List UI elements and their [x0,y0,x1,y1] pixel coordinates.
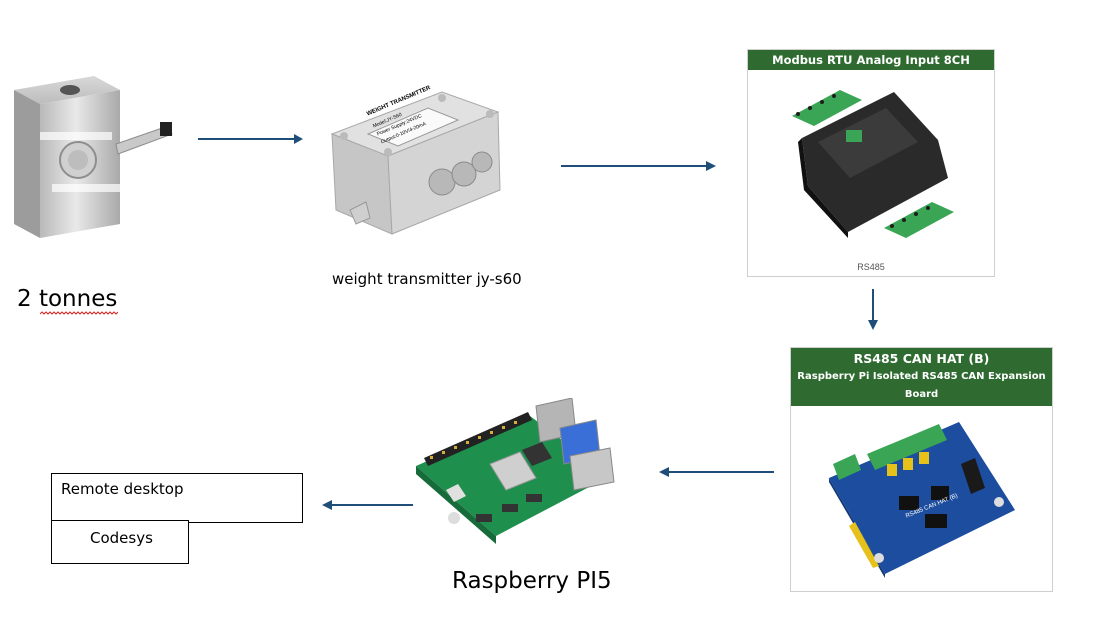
load-cell-image [8,72,178,240]
raspberry-pi-image [410,398,616,550]
codesys-box: Codesys [51,520,189,564]
spellcheck-underline [40,311,118,315]
modbus-card: Modbus RTU Analog Input 8CH RS485 [747,49,995,277]
hat-header: RS485 CAN HAT (B) Raspberry Pi Isolated … [791,348,1052,406]
weight-transmitter-image [322,82,512,240]
remote-desktop-box: Remote desktop [51,473,303,523]
arrow-left-icon [659,466,775,478]
remote-desktop-label: Remote desktop [61,480,184,498]
transmitter-caption: weight transmitter jy-s60 [332,270,522,288]
arrow-right-icon [561,160,717,172]
load-cell-caption: 2 tonnes [17,286,118,312]
codesys-label: Codesys [90,529,153,547]
modbus-module-image [788,82,958,262]
hat-title: RS485 CAN HAT (B) [853,351,990,366]
hat-subtitle: Raspberry Pi Isolated RS485 CAN Expansio… [797,371,1046,400]
arrow-down-icon [867,289,879,331]
hat-card: RS485 CAN HAT (B) Raspberry Pi Isolated … [790,347,1053,592]
hat-board-image [829,418,1019,578]
modbus-header: Modbus RTU Analog Input 8CH [748,50,994,70]
raspberry-pi-caption: Raspberry PI5 [452,568,612,594]
arrow-left-icon [322,499,414,511]
modbus-footer: RS485 [857,262,885,272]
arrow-right-icon [198,133,304,145]
